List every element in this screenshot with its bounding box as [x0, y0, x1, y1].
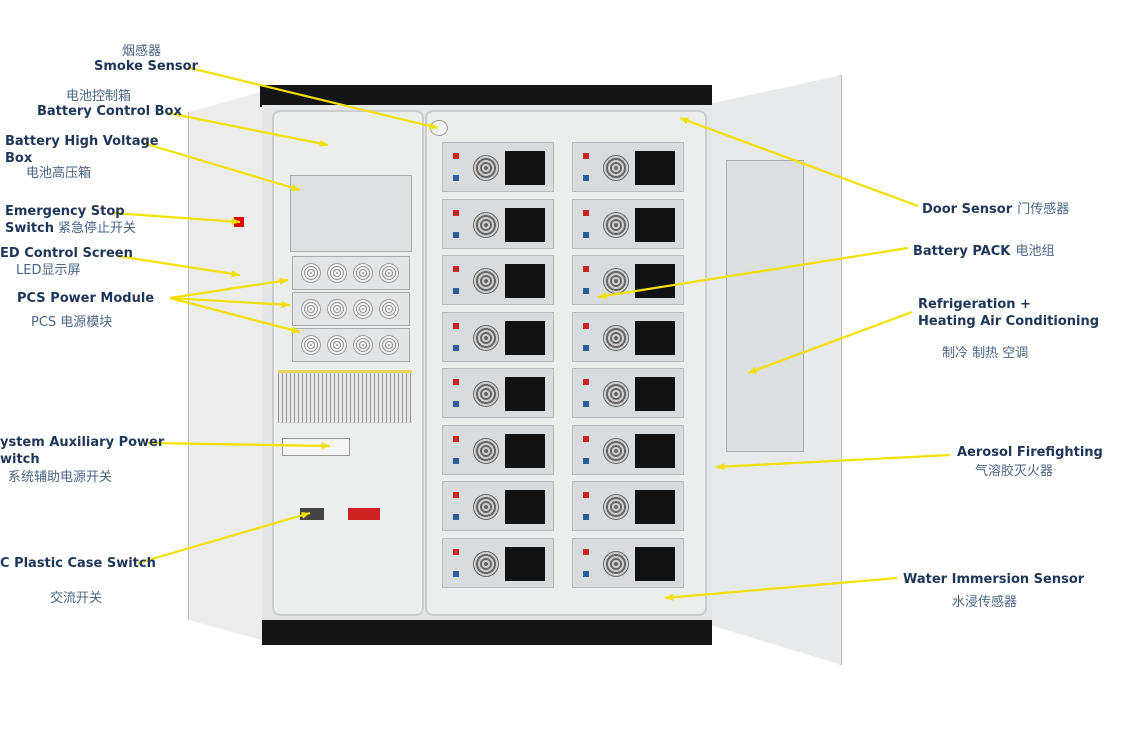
pcs-module-label-cn: PCS 电源模块: [31, 315, 113, 330]
door-sensor-label-group: Door Sensor 门传感器: [922, 198, 1069, 218]
arrowhead-hv-box: [291, 184, 300, 191]
battery-pack: [442, 255, 554, 305]
aux-power-label-cn: 系统辅助电源开关: [8, 470, 113, 485]
air-conditioner-unit: [726, 160, 804, 452]
leader-line-aux-power: [147, 441, 331, 448]
high-voltage-box: [290, 175, 412, 252]
leader-line-pcs-2: [169, 296, 291, 307]
battery-pack: [572, 537, 684, 588]
arrowhead-ac-switch: [301, 511, 310, 519]
leader-line-hv-box: [142, 141, 301, 192]
door-sensor-label-cn: 门传感器: [1017, 202, 1070, 217]
ac-switch-label: C Plastic Case Switch: [0, 556, 156, 571]
battery-control-box-label-cn: 电池控制箱: [66, 89, 132, 104]
arrowhead-pcs-1: [279, 277, 288, 285]
smoke-sensor-label-cn: 烟感器: [122, 44, 162, 59]
battery-pack: [572, 368, 684, 418]
aux-power-switch: [282, 438, 350, 456]
emergency-stop-label-2: Switch: [5, 221, 55, 236]
led-screen-label: ED Control Screen: [0, 246, 133, 261]
arrowhead-air-conditioning: [748, 366, 757, 374]
battery-pack: [442, 537, 554, 588]
battery-pack: [572, 198, 684, 249]
battery-control-box-label: Battery Control Box: [37, 104, 182, 119]
battery-hv-box-label-cn: 电池高压箱: [26, 166, 92, 181]
left-door: [188, 90, 268, 642]
arrowhead-pcs-3: [291, 326, 300, 334]
led-screen-label-cn: LED显示屏: [16, 263, 81, 278]
battery-pack: [572, 424, 684, 475]
battery-pack-label-group: Battery PACK 电池组: [913, 240, 1054, 260]
cabinet-top: [260, 85, 712, 107]
right-compartment: [425, 110, 707, 616]
arrowhead-door-sensor: [680, 117, 689, 125]
pcs-module: [292, 292, 410, 326]
battery-pack-label-cn: 电池组: [1015, 244, 1055, 259]
leader-line-air-conditioning: [747, 310, 913, 375]
emergency-stop-label-cn: 紧急停止开关: [58, 221, 137, 236]
arrowhead-smoke: [429, 122, 438, 130]
arrowhead-aux-power: [321, 442, 330, 450]
leader-line-smoke: [189, 66, 439, 130]
smoke-sensor-label: Smoke Sensor: [94, 59, 198, 74]
arrowhead-water-sensor: [665, 593, 674, 601]
leader-line-water-sensor: [664, 576, 898, 600]
water-sensor-label-cn: 水浸传感器: [952, 595, 1018, 610]
leader-line-control-box: [167, 111, 329, 147]
battery-pack-label: Battery PACK: [913, 244, 1011, 259]
battery-pack: [572, 255, 684, 305]
battery-pack: [442, 481, 554, 531]
leader-line-battery-pack: [597, 246, 909, 299]
battery-pack: [442, 424, 554, 475]
arrowhead-control-box: [319, 139, 328, 147]
arrowhead-battery-pack: [598, 292, 607, 300]
pcs-module-label: PCS Power Module: [17, 291, 155, 306]
leader-line-emergency-stop: [112, 211, 241, 224]
emergency-stop-label: Emergency Stop: [5, 204, 125, 219]
pcs-module: [292, 328, 410, 362]
vent-grille: [278, 370, 412, 423]
ac-case-switch: [300, 508, 324, 520]
aerosol-label-cn: 气溶胶灭火器: [975, 464, 1054, 479]
battery-pack: [442, 368, 554, 418]
battery-pack: [442, 311, 554, 362]
arrowhead-emergency-stop: [231, 217, 240, 225]
water-sensor-label: Water Immersion Sensor: [903, 572, 1085, 587]
aerosol-label: Aerosol Firefighting: [957, 445, 1103, 460]
aux-power-label: ystem Auxiliary Power: [0, 435, 165, 450]
door-sensor-label: Door Sensor: [922, 202, 1013, 217]
leader-line-door-sensor: [679, 116, 919, 208]
leader-line-pcs-1: [169, 278, 289, 300]
battery-pack: [572, 481, 684, 531]
arrowhead-led-screen: [231, 270, 240, 278]
battery-pack: [442, 142, 554, 192]
leader-line-led-screen: [116, 254, 241, 277]
arrowhead-aerosol: [716, 463, 725, 471]
arrowhead-pcs-2: [281, 301, 290, 309]
ac-switch-label-cn: 交流开关: [50, 591, 103, 606]
battery-hv-box-label: Battery High Voltage: [5, 134, 159, 149]
pcs-module: [292, 256, 410, 290]
air-conditioning-label-cn: 制冷 制热 空调: [942, 346, 1029, 361]
battery-hv-box-label-2: Box: [5, 151, 33, 166]
battery-pack: [442, 198, 554, 249]
battery-pack: [572, 142, 684, 192]
battery-pack: [572, 311, 684, 362]
leader-line-ac-switch: [137, 511, 311, 565]
cabinet-plinth: [262, 620, 712, 645]
air-conditioning-label: Refrigeration +: [918, 297, 1031, 312]
leader-line-pcs-3: [169, 296, 301, 334]
ac-case-switch-2: [348, 508, 380, 520]
leader-line-aerosol: [715, 453, 951, 469]
air-conditioning-label-2: Heating Air Conditioning: [918, 314, 1100, 329]
aux-power-label-2: witch: [0, 452, 40, 467]
